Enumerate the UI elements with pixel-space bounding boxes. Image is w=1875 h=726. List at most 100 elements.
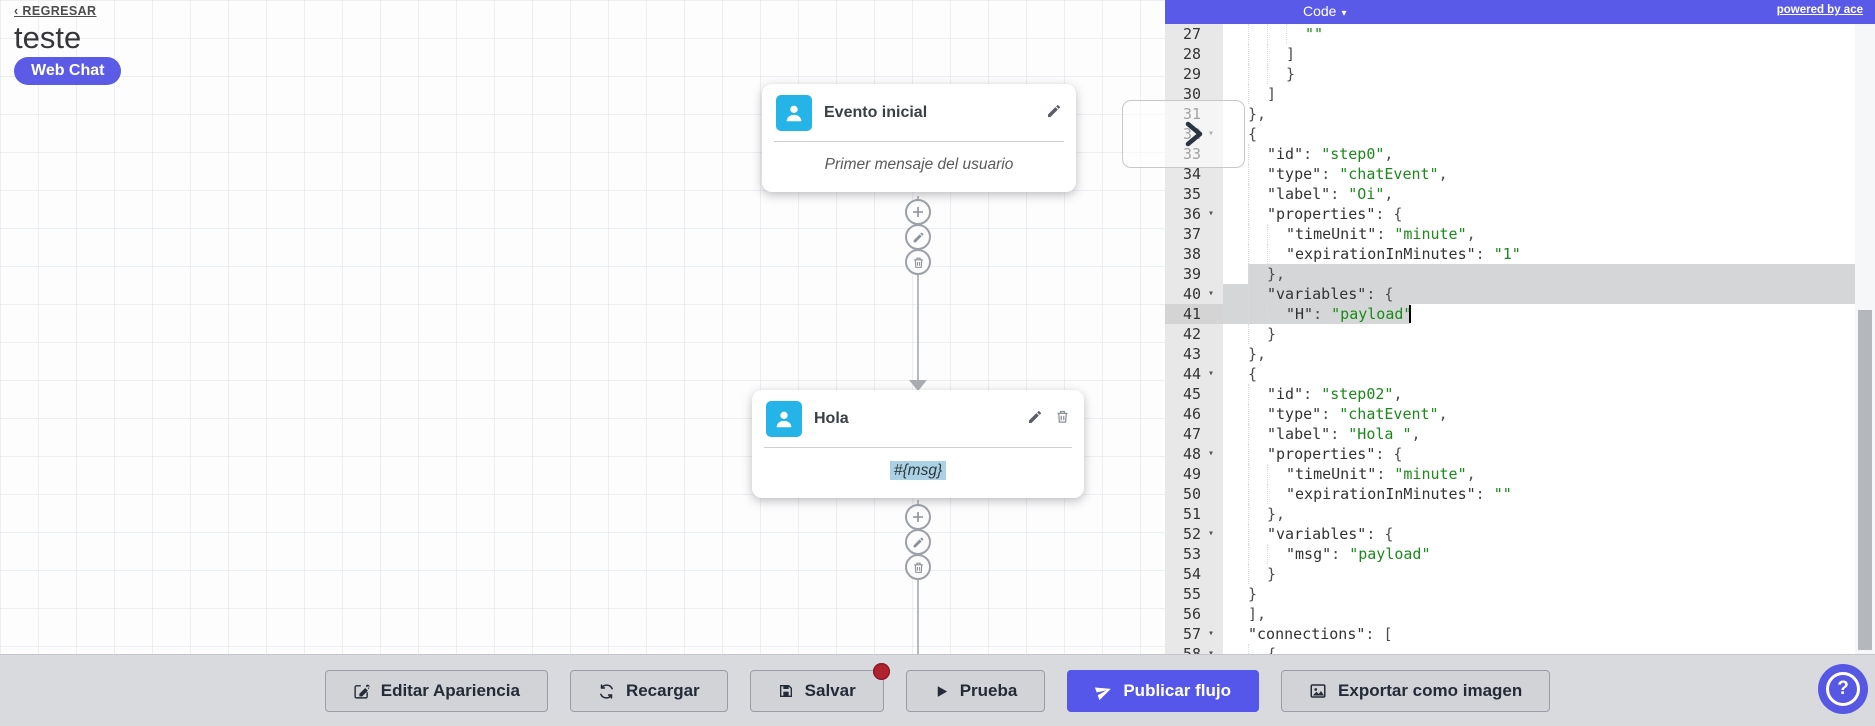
indent-guide [1248,464,1267,484]
fold-spacer [1201,344,1221,364]
edit-node-icon[interactable] [1046,103,1062,124]
code-cell: "id": "step0", [1223,144,1855,164]
recargar-button[interactable]: Recargar [569,670,728,712]
indent-guide [1248,484,1267,504]
indent-guide [1267,44,1286,64]
gutter-cell: 53 [1165,544,1223,564]
code-cell: { [1223,364,1855,384]
back-link[interactable]: ‹ REGRESAR [14,4,97,18]
gutter-cell: 30 [1165,84,1223,104]
question-mark-icon: ? [1826,672,1860,706]
line-number: 54 [1182,565,1201,583]
code-line: 31}, [1165,104,1855,124]
collapse-panel-handle[interactable] [1122,100,1245,168]
indent-guide [1248,424,1267,444]
code-line: 36▾"properties": { [1165,204,1855,224]
code-text: "timeUnit": "minute", [1223,464,1855,484]
fold-arrow-icon[interactable]: ▾ [1207,288,1215,299]
edit-square-icon [353,683,370,700]
button-label: Exportar como imagen [1338,681,1523,700]
code-cell: ] [1223,44,1855,64]
code-text: "H": "payload" [1223,304,1855,324]
user-icon [766,401,802,437]
code-text: "timeUnit": "minute", [1223,224,1855,244]
line-number: 35 [1182,185,1201,203]
line-number: 48 [1182,445,1201,463]
send-icon [1095,683,1112,700]
code-text: "label": "Hola ", [1223,424,1855,444]
line-number: 50 [1182,485,1201,503]
fold-arrow-icon[interactable]: ▾ [1207,448,1215,459]
code-mode-dropdown[interactable]: Code▾ [1303,3,1347,19]
code-text: "type": "chatEvent", [1223,404,1855,424]
gutter-cell: 45 [1165,384,1223,404]
code-line: 42} [1165,324,1855,344]
line-number: 37 [1182,225,1201,243]
add-step-button[interactable] [905,504,931,530]
add-step-button[interactable] [905,199,931,225]
code-line: 34"type": "chatEvent", [1165,164,1855,184]
indent-guide [1248,24,1267,44]
line-number: 52 [1182,525,1201,543]
fold-arrow-icon[interactable]: ▾ [1207,648,1215,654]
code-cell: "expirationInMinutes": "" [1223,484,1855,504]
fold-arrow-icon[interactable]: ▾ [1207,628,1215,639]
line-number: 40 [1182,285,1201,303]
code-text: { [1223,644,1855,654]
help-button[interactable]: ? [1818,664,1868,714]
fold-spacer [1201,424,1221,444]
code-editor[interactable]: 27""28]29}30]31},32▾{33"id": "step0",34"… [1165,24,1855,654]
gutter-cell: 49 [1165,464,1223,484]
code-cell: } [1223,584,1855,604]
powered-by-ace-link[interactable]: powered by ace [1776,4,1863,16]
code-line: 56], [1165,604,1855,624]
indent-guide [1248,64,1267,84]
code-text: }, [1248,345,1267,363]
node-title: Evento inicial [824,104,928,121]
code-text: { [1248,365,1258,383]
code-text: ], [1248,605,1267,623]
code-line: 57▾"connections": [ [1165,624,1855,644]
code-text: "variables": { [1223,524,1855,544]
indent-guide [1267,224,1286,244]
fold-arrow-icon[interactable]: ▾ [1207,528,1215,539]
indent-guide [1267,544,1286,564]
fold-arrow-icon[interactable]: ▾ [1207,208,1215,219]
delete-connection-button[interactable] [905,249,931,275]
exportar-como-imagen-button[interactable]: Exportar como imagen [1281,670,1551,712]
salvar-button[interactable]: Salvar [749,663,890,712]
selection-highlight [1248,264,1855,284]
editar-apariencia-button[interactable]: Editar Apariencia [324,670,548,712]
code-text: "expirationInMinutes": "" [1223,484,1855,504]
connector-line-1 [917,196,919,382]
publicar-flujo-button[interactable]: Publicar flujo [1067,670,1260,712]
gutter-cell: 43 [1165,344,1223,364]
delete-node-icon[interactable] [1055,409,1070,429]
indent-guide [1248,304,1267,324]
fold-spacer [1201,404,1221,424]
code-line: 47"label": "Hola ", [1165,424,1855,444]
edit-connection-button[interactable] [905,529,931,555]
edit-node-icon[interactable] [1027,409,1043,430]
fold-arrow-icon[interactable]: ▾ [1207,368,1215,379]
code-line: 40▾"variables": { [1165,284,1855,304]
delete-connection-button[interactable] [905,554,931,580]
code-line: 43}, [1165,344,1855,364]
node-hola[interactable]: Hola #{msg} [752,390,1084,498]
code-line: 29} [1165,64,1855,84]
code-line: 55} [1165,584,1855,604]
code-line: 54} [1165,564,1855,584]
editor-scrollbar-track [1855,24,1875,654]
code-cell: "connections": [ [1223,624,1855,644]
editor-scrollbar-thumb[interactable] [1858,310,1872,650]
code-line: 44▾{ [1165,364,1855,384]
node-evento-inicial[interactable]: Evento inicial Primer mensaje del usuari… [762,84,1076,192]
indent-guide [1248,84,1267,104]
gutter-cell: 38 [1165,244,1223,264]
prueba-button[interactable]: Prueba [905,670,1046,712]
gutter-cell: 28 [1165,44,1223,64]
fold-spacer [1201,384,1221,404]
edit-connection-button[interactable] [905,224,931,250]
fold-spacer [1201,184,1221,204]
indent-guide [1248,544,1267,564]
